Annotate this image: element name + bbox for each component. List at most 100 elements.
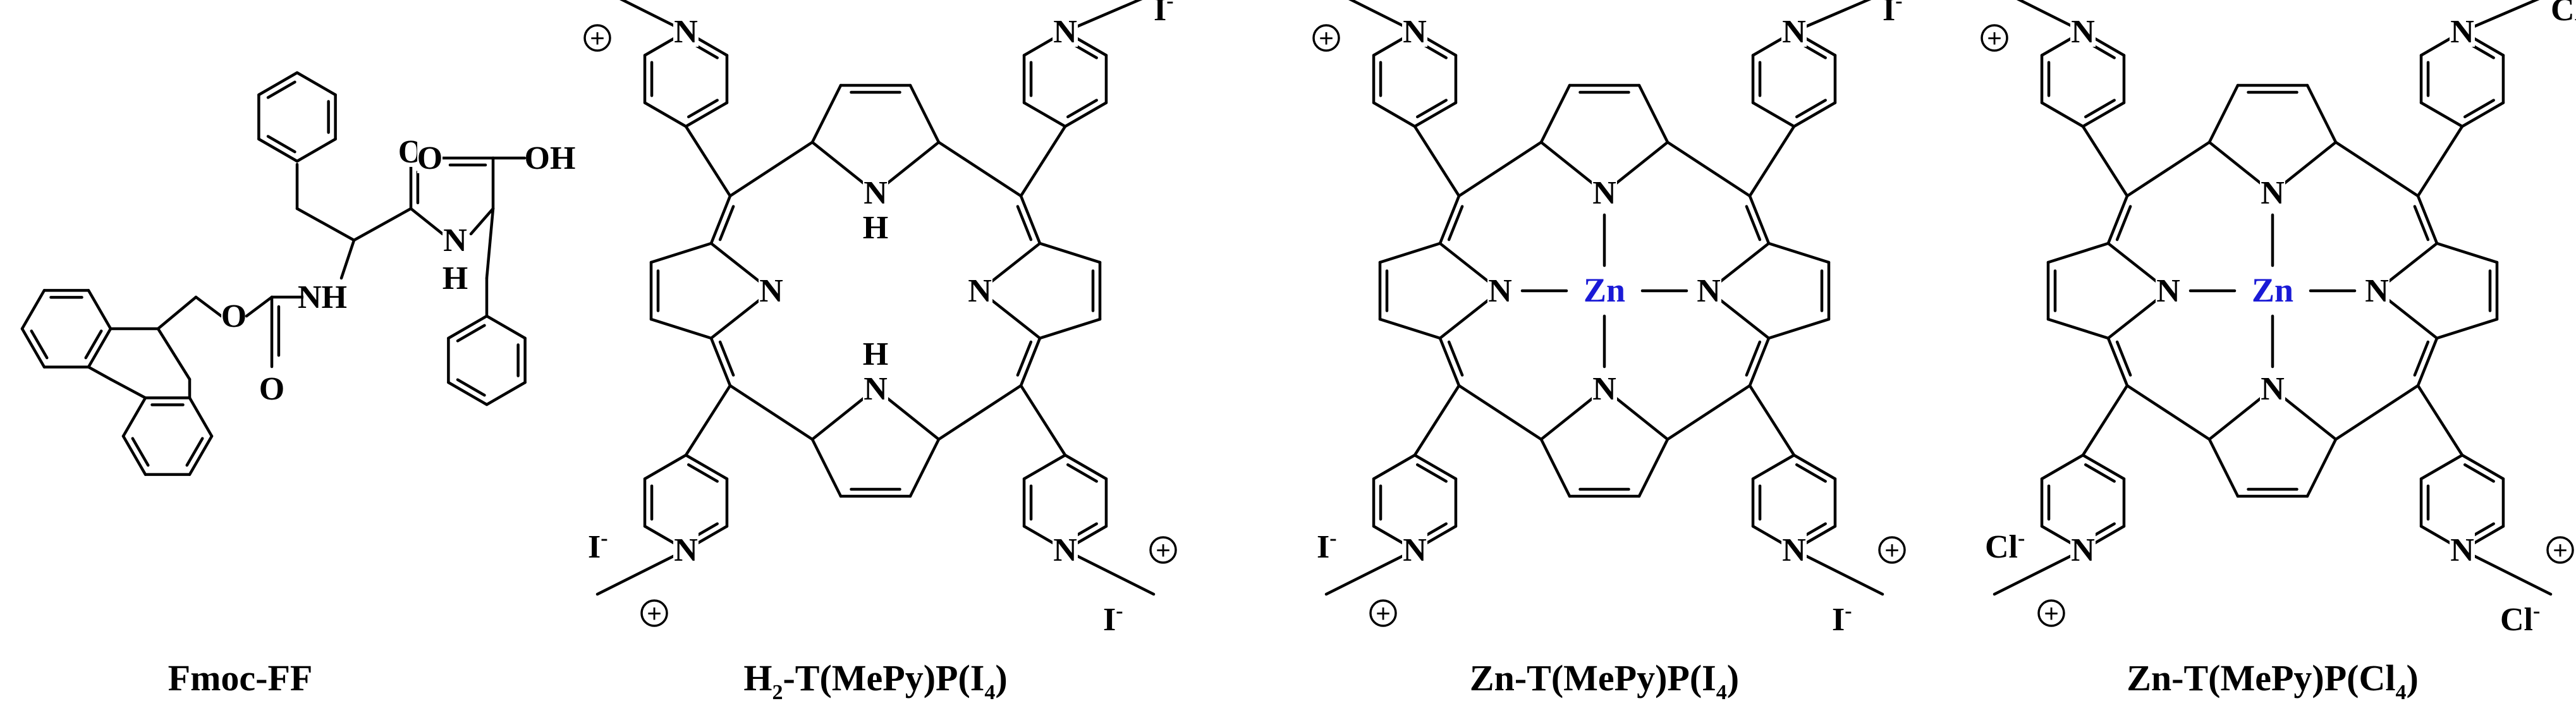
meso-double-bond-inner [2413,205,2430,241]
pyrrole-bond [2435,317,2499,340]
pyridinium-link-bond [1413,125,1461,198]
positive-charge-circle [1149,536,1177,564]
pyrrole-bond [1637,83,1670,144]
pyridinium-double-bond-inner [1415,463,1448,483]
meso-bond [937,384,1023,441]
phe1-ring-bond [295,71,337,97]
pyridinium-double-bond-inner [687,463,719,483]
pyrrole-bond [908,83,941,144]
meso-bond [1457,384,1543,441]
meso-double-bond-inner [2115,205,2132,241]
atom-n-bottom: N [2261,371,2285,407]
pyrrole-bond [1637,437,1670,498]
atom-n-top-mask [1592,175,1617,208]
atom-h-bottom: H [863,336,888,372]
atom-o-ester-mask [221,298,247,331]
atom-n-bottom-mask [2260,371,2285,404]
phe1-ring-bond [295,137,337,163]
meso-double-bond [1748,336,1771,387]
pyridinium-double-bond-inner [2463,463,2495,483]
pyrrole-bond [810,83,843,144]
meso-bond [2125,140,2211,198]
meso-double-bond [1438,194,1461,245]
meso-double-bond [2416,194,2439,245]
positive-charge-sign: + [1156,537,1170,564]
counter-ion-3: I- [1103,599,1123,638]
meso-bond [1457,140,1543,198]
pyrrole-bond [1767,317,1831,340]
pyrrole-bond [649,317,713,340]
meso-double-bond-inner [1447,205,1464,241]
phe2-ring-bond-inner [456,324,486,343]
n-methyl-bond [1993,548,2085,596]
pyridinium-double-bond-inner [1415,99,1448,119]
pyridinium-bond [1372,453,1417,480]
pyridinium-link-bond [2081,384,2129,457]
pyridinium-bond [1022,453,1067,480]
positive-charge-sign: + [1884,537,1899,564]
atom-h-top-mask [863,210,888,243]
atom-pyridinium-n-mask [1781,14,1807,47]
pyridinium-bond [1022,101,1067,128]
atom-n-left-mask [1487,273,1513,306]
atom-pyridinium-n-mask [673,14,699,47]
fluorene-five-ring-bond [156,327,192,381]
n-methyl-bond [1348,0,1417,34]
meso-double-bond-inner [718,340,735,377]
atom-n-left: N [2156,273,2180,309]
n-methyl-bond [1792,548,1884,596]
n-methyl-bond [595,548,688,596]
meso-bond [1666,140,1752,198]
atom-pyridinium-n: N [2071,14,2095,50]
meso-double-bond [2106,336,2129,387]
pyridinium-link-bond [684,125,732,198]
fluorene-five-ring-bond [87,365,113,381]
pyridinium-double-bond [1063,101,1108,128]
pyridinium-double-bond-inner [2463,99,2495,119]
n-methyl-bond [2016,0,2085,34]
counter-ion-1: I- [1154,0,1174,28]
fluorene-ring-left-bond-inner [84,329,103,360]
n-methyl-bond [1063,0,1143,34]
pyridinium-link-bond [2416,125,2464,198]
fluorene-ring-left-bond [87,289,113,331]
fluorene-ring-bottom-bond-inner [185,437,204,467]
meso-bond [2334,140,2420,198]
atom-n-right-mask [967,273,992,306]
atom-o-ester: O [221,298,247,334]
counter-ion-3: I- [1832,599,1852,638]
pyridinium-bond [2419,453,2464,480]
fluorene-ring-bottom-bond [188,396,214,438]
atom-n-left: N [1488,273,1512,309]
atom-pyridinium-n: N [2450,532,2474,568]
meso-bond [728,140,814,198]
phe1-ch2-bond [295,207,356,242]
positive-charge-circle [640,599,668,627]
positive-charge-sign: + [590,25,604,52]
pyrrole-bond [2046,241,2110,264]
fluorene-five-ring-bond [109,377,147,400]
pyrrole-bond [908,437,941,498]
atom-n-amide-mask [443,223,468,255]
pyridinium-bond [2040,453,2085,480]
atom-zinc: Zn [2252,271,2293,309]
pyrrole-bond [1038,317,1102,340]
phe2-alpha-bond [469,207,495,236]
meso-double-bond [1019,336,1042,387]
meso-double-bond [709,194,732,245]
carbamate-bond [245,295,274,318]
atom-o-acid-mask [417,140,443,173]
n-methyl-bond [619,0,688,34]
atom-pyridinium-n-mask [2450,532,2475,565]
phe2-ring-bond [447,314,489,340]
pyridinium-double-bond [2081,453,2126,480]
fluorene-ring-left-bond [87,327,113,369]
positive-charge-sign: + [647,600,661,628]
atom-n-right: N [2365,273,2389,309]
pyrrole-bond [1767,241,1831,264]
atom-n-bottom: N [1592,371,1616,407]
pyrrole-bond [2305,437,2338,498]
atom-pyridinium-n-mask [1781,532,1807,565]
phe1-ring-bond [257,137,299,163]
